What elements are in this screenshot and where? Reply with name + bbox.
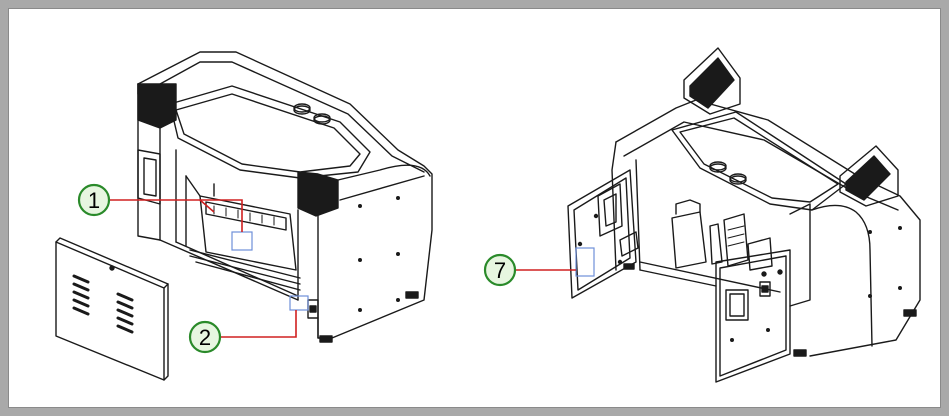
leader-line-2 (220, 310, 297, 338)
removed-door-panel (55, 237, 169, 381)
callout-2: 2 (188, 320, 222, 354)
right-cabinet (567, 47, 921, 383)
callout-7: 7 (483, 253, 517, 287)
highlight-box-2 (289, 295, 309, 311)
highlight-box-1 (231, 231, 253, 251)
highlight-box-7 (575, 247, 595, 277)
leader-line-1 (110, 199, 243, 232)
callout-2-label: 2 (199, 325, 211, 350)
callout-1-label: 1 (88, 188, 100, 213)
left-cabinet (137, 51, 433, 343)
callout-7-label: 7 (494, 258, 506, 283)
leader-line-1-branch (199, 199, 215, 213)
callout-1: 1 (77, 183, 111, 217)
